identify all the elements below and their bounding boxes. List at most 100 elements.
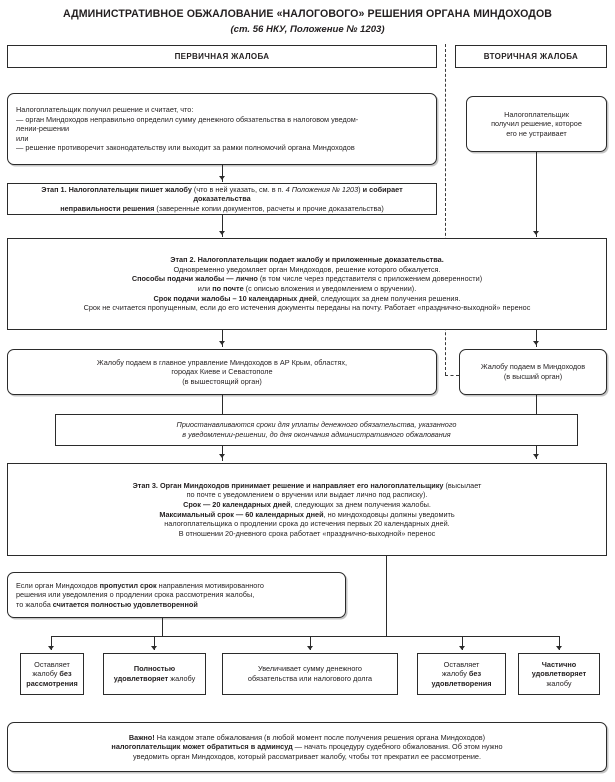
stage1-text-2: ) xyxy=(358,184,363,194)
outcome-5-line-1: Частично xyxy=(523,660,595,670)
stage3-line-2: по почте с уведомлением о вручении или в… xyxy=(186,490,428,500)
primary-filing-line-3: (в вышестоящий орган) xyxy=(182,376,262,386)
connector-stage1-to-stage2 xyxy=(222,215,223,237)
outcome-2-line-1: Полностью xyxy=(108,664,201,674)
outcome-4-line-2: жалобу без xyxy=(422,669,501,679)
primary-start-box: Налогоплательщик получил решение и счита… xyxy=(7,93,437,165)
outcome-4-line-3: удовлетворения xyxy=(422,679,501,689)
column-divider xyxy=(445,44,446,375)
outcome-4-line-1: Оставляет xyxy=(443,659,480,669)
secondary-start-line-3: его не устраивает xyxy=(506,128,567,138)
stage3-line-1: Этап 3. Орган Миндоходов принимает решен… xyxy=(12,481,602,491)
important-line-3: уведомить орган Миндоходов, который расс… xyxy=(133,751,481,761)
outcome-1-line-1: Оставляет xyxy=(34,659,70,669)
page-subtitle: (ст. 56 НКУ, Положение № 1203) xyxy=(230,24,385,35)
stage1-bold-2: и собирает доказательства xyxy=(193,184,403,204)
outcome-drop-3 xyxy=(310,636,311,650)
stage1-line-1: Этап 1. Налогоплательщик пишет жалобу (ч… xyxy=(12,185,432,204)
important-bold-2: налогоплательщик может обратиться в адми… xyxy=(111,742,293,752)
stage2-bold-1: Этап 2. Налогоплательщик подает жалобу и… xyxy=(170,255,444,265)
missed-deadline-text-2: направления мотивированного xyxy=(156,580,264,590)
stage3-text-1: (высылает xyxy=(443,480,482,490)
stage1-italic-1: 4 Положения № 1203 xyxy=(285,184,359,194)
suspension-line-2: в уведомлении-решении, до дня окончания … xyxy=(182,430,451,439)
outcome-arrow-5 xyxy=(556,646,562,650)
primary-start-line-4: или xyxy=(16,133,29,143)
outcome-2-line-2: удовлетворяет жалобу xyxy=(108,674,201,684)
connector-stage2-to-secondary-file xyxy=(536,330,537,347)
outcome-drop-5 xyxy=(559,636,560,650)
outcome-2-text-2: жалобу xyxy=(168,674,196,683)
stage1-bold-3: неправильности решения xyxy=(60,203,155,213)
stage3-line-3: Срок — 20 календарных дней, следующих за… xyxy=(12,500,602,510)
stage2-line-3: Способы подачи жалобы — лично (в том чис… xyxy=(12,274,602,284)
missed-deadline-line-1: Если орган Миндоходов пропустил срок нап… xyxy=(16,581,337,591)
stage2-bold-2: Способы подачи жалобы — лично xyxy=(131,274,258,284)
primary-filing-line-2: городах Киеве и Севастополе xyxy=(171,367,273,377)
stage1-bold-1: Этап 1. Налогоплательщик пишет жалобу xyxy=(41,184,192,194)
connector-primary-file-to-suspension xyxy=(222,395,223,414)
connector-stage3-to-outcome-bus xyxy=(386,556,387,636)
stage1-text-3: (заверенные копии документов, расчеты и … xyxy=(154,203,384,213)
arrow-suspension-to-stage3 xyxy=(219,454,225,458)
outcome-drop-1 xyxy=(51,636,52,650)
outcome-5-bold-1: Частично xyxy=(541,659,577,669)
primary-filing-line-1: Жалобу подаем в главное управление Миндо… xyxy=(96,357,348,367)
outcome-arrow-4 xyxy=(459,646,465,650)
stage3-line-6: В отношении 20-дневного срока работает «… xyxy=(178,528,436,538)
connector-secondary-start-to-stage2 xyxy=(536,152,537,237)
outcome-4-text-2: жалобу xyxy=(441,669,469,679)
arrow-secondary-file-to-stage3 xyxy=(533,454,539,458)
primary-start-line-1: Налогоплательщик получил решение и счита… xyxy=(16,105,194,115)
connector-suspension-to-stage3 xyxy=(222,446,223,461)
outcome-box-4: Оставляет жалобу без удовлетворения xyxy=(417,653,506,695)
important-note-box: Важно! На каждом этапе обжалования (в лю… xyxy=(7,722,607,772)
outcome-box-3: Увеличивает сумму денежного обязательств… xyxy=(222,653,398,695)
stage3-text-4: , но миндоходовцы должны уведомить xyxy=(323,509,455,519)
stage3-bold-3: Максимальный срок — 60 календарных дней xyxy=(159,509,324,519)
arrow-secondary-start-to-stage2 xyxy=(533,231,539,235)
secondary-filing-box: Жалобу подаем в Миндоходов (в высший орг… xyxy=(459,349,607,395)
stage3-box: Этап 3. Орган Миндоходов принимает решен… xyxy=(7,463,607,556)
outcome-2-bold-2: удовлетворяет xyxy=(113,674,169,683)
primary-start-line-5: — решение противоречит законодательству … xyxy=(16,143,355,153)
suspension-box: Приостанавливаются сроки для уплаты дене… xyxy=(55,414,578,446)
column-divider-foot xyxy=(445,375,459,376)
stage1-text-1: (что в ней указать, см. в п. xyxy=(191,184,286,194)
stage2-box: Этап 2. Налогоплательщик подает жалобу и… xyxy=(7,238,607,330)
outcome-2-bold-1: Полностью xyxy=(133,664,176,674)
outcome-drop-2 xyxy=(154,636,155,650)
outcome-arrow-3 xyxy=(307,646,313,650)
primary-complaint-header: ПЕРВИЧНАЯ ЖАЛОБА xyxy=(7,45,437,68)
stage2-text-4a: или xyxy=(197,284,213,293)
connector-primary-start-to-stage1 xyxy=(222,165,223,182)
important-line-1: Важно! На каждом этапе обжалования (в лю… xyxy=(12,733,602,743)
stage3-line-5: налогоплательщика о продлении срока до и… xyxy=(164,519,450,529)
stage2-bold-4: Срок подачи жалобы – 10 календарных дней xyxy=(153,293,317,303)
arrow-stage2-to-secondary-file xyxy=(533,341,539,345)
missed-deadline-text-3: то жалоба xyxy=(16,599,53,609)
arrow-stage2-to-primary-file xyxy=(219,341,225,345)
primary-start-line-2: — орган Миндоходов неправильно определил… xyxy=(16,114,359,124)
stage2-bold-3: по почте xyxy=(212,284,244,293)
outcome-1-bold-2: без xyxy=(59,669,72,679)
stage2-text-4b: (с описью вложения и уведомлением о вруч… xyxy=(243,284,417,293)
stage1-line-2: неправильности решения (заверенные копии… xyxy=(12,204,432,214)
page-title: АДМИНИСТРАТИВНОЕ ОБЖАЛОВАНИЕ «НАЛОГОВОГО… xyxy=(62,8,553,20)
outcome-5-line-2: удовлетворяет xyxy=(523,669,595,679)
primary-complaint-header-label: ПЕРВИЧНАЯ ЖАЛОБА xyxy=(174,51,270,61)
stage2-text-5: , следующих за днем получения решения. xyxy=(316,293,461,303)
suspension-line-1: Приостанавливаются сроки для уплаты дене… xyxy=(176,420,457,430)
secondary-complaint-header-label: ВТОРИЧНАЯ ЖАЛОБА xyxy=(483,51,579,61)
outcome-5-line-3: жалобу xyxy=(546,678,572,688)
outcome-box-1: Оставляет жалобу без рассмотрения xyxy=(20,653,84,695)
missed-deadline-box: Если орган Миндоходов пропустил срок нап… xyxy=(7,572,346,618)
outcome-4-bold-2: без xyxy=(468,669,482,679)
stage2-line-5: Срок подачи жалобы – 10 календарных дней… xyxy=(12,294,602,304)
arrow-primary-start-to-stage1 xyxy=(219,176,225,180)
outcome-1-bold-3: рассмотрения xyxy=(26,678,78,688)
stage3-bold-1: Этап 3. Орган Миндоходов принимает решен… xyxy=(132,480,444,490)
outcome-bus xyxy=(51,636,559,637)
secondary-complaint-header: ВТОРИЧНАЯ ЖАЛОБА xyxy=(455,45,607,68)
